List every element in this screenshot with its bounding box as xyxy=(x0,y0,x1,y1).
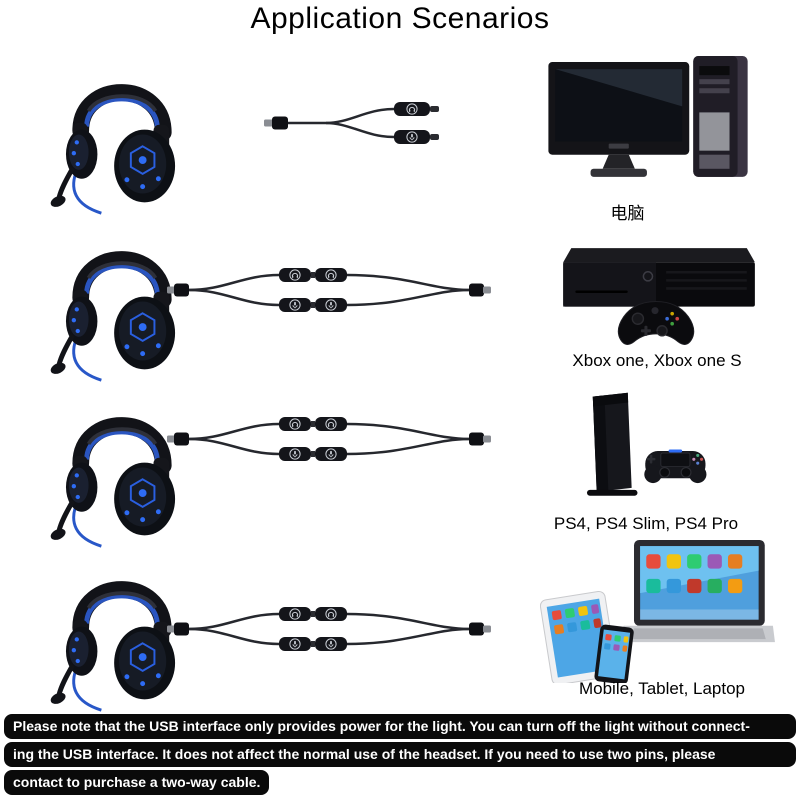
notice-line-3: contact to purchase a two-way cable. xyxy=(4,769,270,795)
device-label-xbox: Xbox one, Xbox one S xyxy=(572,351,742,370)
device-label-pc: 电脑 xyxy=(610,204,645,223)
two-way-splitter-cable-image xyxy=(167,605,511,653)
device-label-ps4: PS4, PS4 Slim, PS4 Pro xyxy=(553,514,739,533)
two-way-splitter-cable-image xyxy=(167,266,511,314)
notice-line-1: Please note that the USB interface only … xyxy=(4,714,796,739)
device-label-mobile: Mobile, Tablet, Laptop xyxy=(578,679,746,698)
desktop-computer-image xyxy=(548,54,760,200)
page-title: Application Scenarios xyxy=(250,2,550,35)
y-splitter-cable-image xyxy=(262,99,462,147)
notice-line-2: ing the USB interface. It does not affec… xyxy=(4,741,796,767)
ps4-console-image xyxy=(552,388,756,515)
gaming-headset-image xyxy=(48,50,196,222)
two-way-splitter-cable-image xyxy=(167,415,511,463)
usb-notice: Please note that the USB interface only … xyxy=(4,714,796,800)
mobile-tablet-laptop-image xyxy=(540,540,775,683)
xbox-console-image xyxy=(546,238,760,354)
gaming-headset-image xyxy=(48,383,196,555)
